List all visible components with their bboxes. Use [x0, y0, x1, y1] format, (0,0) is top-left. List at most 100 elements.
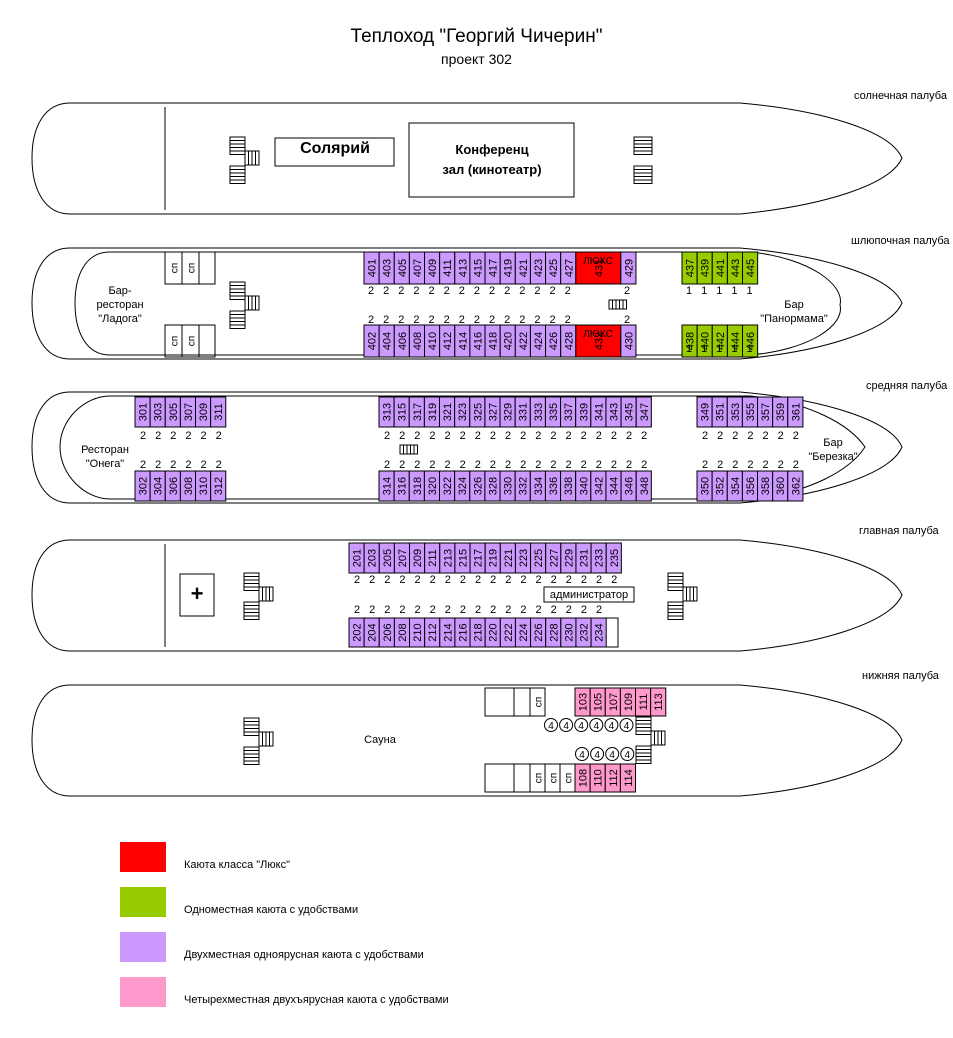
cabin-227-label: 227: [548, 549, 560, 567]
cabin-424-label: 424: [533, 332, 545, 350]
cabin-310-label: 310: [198, 477, 210, 495]
berths-middle: 2: [475, 430, 481, 442]
cabin-410-label: 410: [427, 332, 439, 350]
cabin-105-label: 105: [593, 693, 605, 711]
cabin-335-label: 335: [548, 403, 560, 421]
stairs-lower-right-lower: [635, 745, 652, 764]
cabin-332-label: 332: [518, 477, 530, 495]
berths-boat-bottom: 2: [504, 314, 510, 326]
berths-middle: 2: [384, 430, 390, 442]
cabin-313-label: 313: [382, 403, 394, 421]
cabin-421-label: 421: [518, 259, 530, 277]
sp-boat-1: сп: [170, 263, 181, 273]
berths-main-top: 2: [566, 574, 572, 586]
berths-boat-top: 2: [504, 285, 510, 297]
berths-middle: 2: [140, 430, 146, 442]
cabin-402-label: 402: [367, 332, 379, 350]
cabin-422-label: 422: [518, 332, 530, 350]
berths-boat-bottom: 2: [549, 314, 555, 326]
stairs-sun-right-upper: [633, 136, 653, 155]
cabin-362-label: 362: [790, 477, 802, 495]
berths-main-top: 2: [414, 574, 420, 586]
berths-middle: 2: [747, 459, 753, 471]
berth-4-circle: [559, 718, 574, 732]
cabin-215-label: 215: [457, 549, 469, 567]
berth-4-circle-label: 4: [624, 721, 630, 732]
cabin-107-label: 107: [608, 693, 620, 711]
berths-boat-single-top: 1: [731, 285, 737, 297]
cabin-407-label: 407: [412, 259, 424, 277]
cabin-361-label: 361: [790, 403, 802, 421]
berths-boat-single-bottom: 1: [686, 343, 692, 355]
stairs-sun-left-upper: [229, 136, 246, 155]
cabin-235-label: 235: [609, 549, 621, 567]
berths-main-top: 2: [399, 574, 405, 586]
cabin-428-label: 428: [563, 332, 575, 350]
berths-middle: 2: [170, 459, 176, 471]
cabin-112-label: 112: [608, 769, 620, 787]
berths-middle: 2: [429, 459, 435, 471]
berths-middle: 2: [444, 430, 450, 442]
cabin-221-label: 221: [503, 549, 515, 567]
berths-main-top: 2: [581, 574, 587, 586]
berths-middle: 2: [596, 459, 602, 471]
berths-middle: 2: [747, 430, 753, 442]
berths-main-top: 2: [535, 574, 541, 586]
berths-boat-single-bottom: 1: [701, 343, 707, 355]
stairs-lower-left-upper: [243, 717, 260, 736]
cabin-345-label: 345: [624, 403, 636, 421]
berth-4-circle: [619, 718, 634, 732]
berths-boat-top: 2: [368, 285, 374, 297]
berths-boat-bottom: 2: [383, 314, 389, 326]
cabin-423-label: 423: [533, 259, 545, 277]
berth-4-circle-label: 4: [609, 721, 615, 732]
berths-middle: 2: [717, 430, 723, 442]
cabin-347-label: 347: [639, 403, 651, 421]
berths-main-top: 2: [369, 574, 375, 586]
cabin-217-label: 217: [473, 549, 485, 567]
cabin-304-label: 304: [153, 477, 165, 495]
sauna-label: Сауна: [364, 734, 396, 746]
cabin-216-label: 216: [457, 623, 469, 641]
cabin-220-label: 220: [488, 623, 500, 641]
cabin-361: [787, 396, 804, 428]
berths-boat-top: 2: [565, 285, 571, 297]
cabin-321-label: 321: [442, 403, 454, 421]
stairs-boat-left-lower: [229, 310, 246, 329]
bar-ladoga-label: Бар- ресторан "Ладога": [96, 285, 144, 325]
cabin-439-label: 439: [700, 259, 712, 277]
berth-4-circle: [620, 747, 635, 761]
berths-main-top: 2: [611, 574, 617, 586]
cabin-113-label: 113: [653, 693, 665, 711]
cabin-337-label: 337: [563, 403, 575, 421]
cabin-356-label: 356: [745, 477, 757, 495]
cabin-409-label: 409: [427, 259, 439, 277]
cabin-355-label: 355: [745, 403, 757, 421]
main-deck-label: главная палуба: [859, 525, 939, 537]
cabin-418-label: 418: [488, 332, 500, 350]
berths-boat-top: 2: [428, 285, 434, 297]
berths-middle: 2: [702, 430, 708, 442]
legend-label-quad: Четырехместная двухъярусная каюта с удоб…: [184, 994, 449, 1006]
cabin-314-label: 314: [382, 477, 394, 495]
berths-main-bottom: 2: [430, 604, 436, 616]
sp-room: [529, 687, 546, 717]
berths-boat-top-end: 2: [624, 285, 630, 297]
berth-4-circle: [575, 747, 589, 761]
berths-middle: 2: [611, 459, 617, 471]
cabin-219-label: 219: [488, 549, 500, 567]
cabin-208-label: 208: [397, 623, 409, 641]
berths-main-bottom: 2: [520, 604, 526, 616]
berths-middle: 2: [399, 459, 405, 471]
berth-4-circle-label: 4: [609, 750, 615, 761]
cabin-346-label: 346: [624, 477, 636, 495]
berths-main-top: 2: [490, 574, 496, 586]
berths-middle: 2: [641, 459, 647, 471]
cabin-302-label: 302: [138, 477, 150, 495]
cabin-446-label: 446: [745, 332, 757, 350]
berths-middle: 2: [200, 459, 206, 471]
berth-4-circle: [574, 718, 589, 732]
boat-deck-hull: [31, 247, 903, 360]
berths-boat-bottom: 2: [474, 314, 480, 326]
cabin-324-label: 324: [457, 477, 469, 495]
